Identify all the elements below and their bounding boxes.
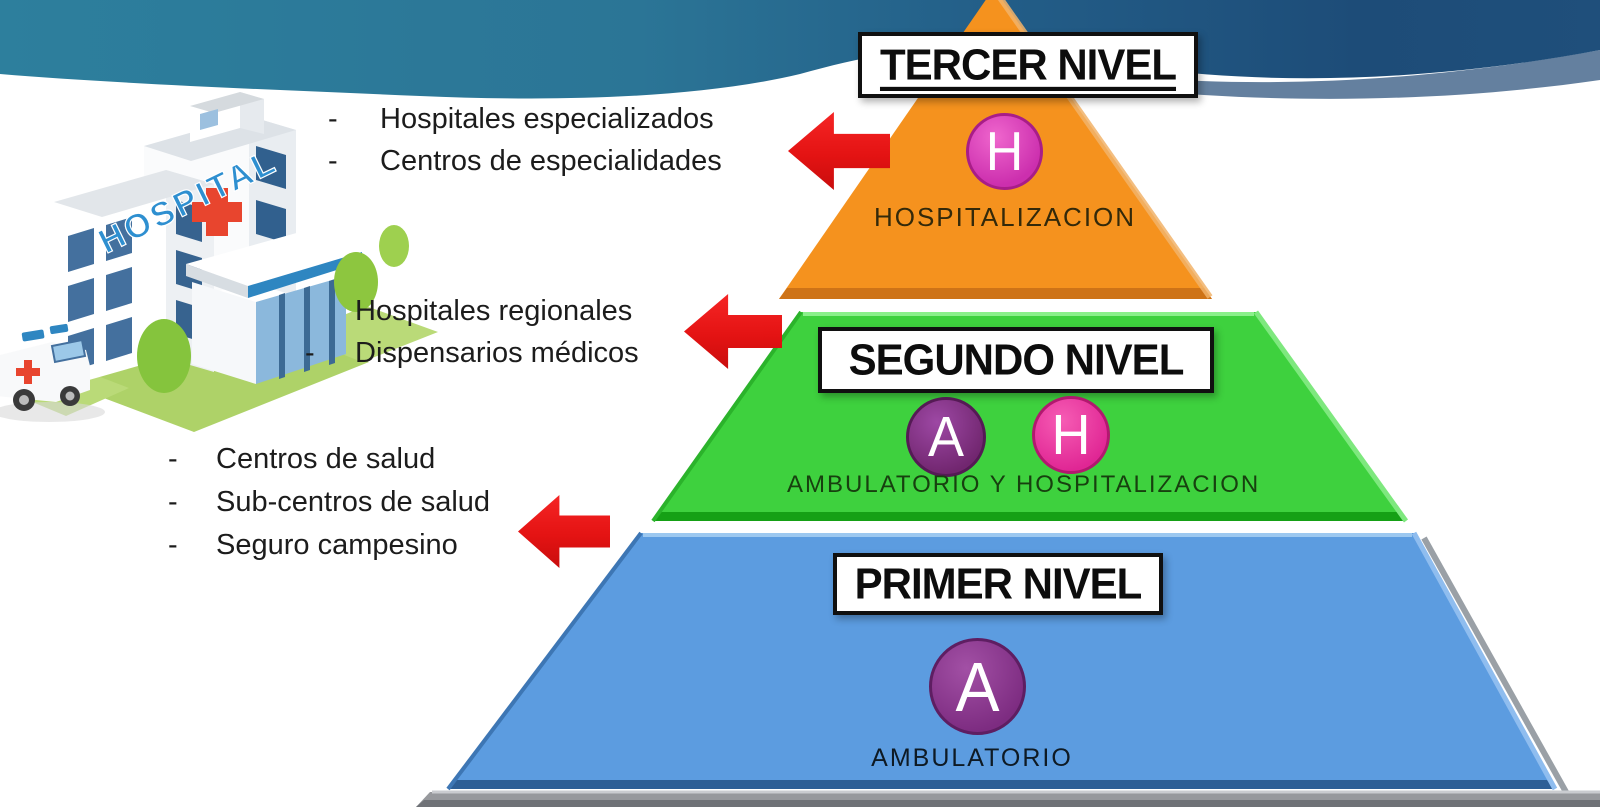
bullet-dash: - [305, 337, 315, 369]
annotation-item: - Dispensarios médicos [305, 332, 639, 374]
bullet-dash: - [168, 443, 178, 475]
annotation-item: - Seguro campesino [168, 524, 490, 567]
badge-hospitalizacion-icon: H [966, 113, 1043, 190]
annotation-item: - Centros de especialidades [328, 140, 722, 182]
ambulance-illustration [0, 323, 105, 422]
hospital-illustration: HOSPITAL [0, 92, 438, 432]
annotation-list-primer: - Centros de salud - Sub-centros de salu… [168, 438, 490, 567]
annotation-item: - Hospitales especializados [328, 98, 722, 140]
annotation-text: Sub-centros de salud [216, 486, 491, 518]
bullet-dash: - [328, 145, 338, 177]
badge-letter: A [955, 647, 1000, 726]
annotation-item: - Sub-centros de salud [168, 481, 490, 524]
label-segundo-nivel: SEGUNDO NIVEL [848, 335, 1185, 384]
badge-letter: H [1051, 403, 1091, 467]
caption-ambulatorio-y-hospitalizacion: AMBULATORIO Y HOSPITALIZACION [787, 471, 1261, 498]
bullet-dash: - [168, 486, 178, 518]
caption-hospitalizacion: HOSPITALIZACION [873, 202, 1137, 232]
pyramid-base [416, 790, 1600, 807]
label-tercer-nivel: TERCER NIVEL [879, 40, 1177, 89]
badge-letter: H [985, 121, 1024, 182]
annotation-text: Dispensarios médicos [355, 337, 639, 369]
label-primer-nivel: PRIMER NIVEL [854, 559, 1143, 608]
annotation-text: Hospitales especializados [380, 103, 714, 135]
annotation-text: Hospitales regionales [355, 295, 633, 327]
bullet-dash: - [328, 103, 338, 135]
bullet-dash [305, 290, 355, 332]
badge-letter: A [927, 405, 965, 469]
wave-main-band [0, 0, 1600, 99]
annotation-text: Centros de salud [216, 443, 436, 475]
hospital-trees [137, 225, 409, 393]
annotation-list-tercer: - Hospitales especializados - Centros de… [328, 98, 722, 182]
annotation-list-segundo: Hospitales regionales - Dispensarios méd… [305, 290, 639, 374]
hospital-right-wing [186, 232, 362, 384]
badge-hospitalizacion-icon: H [1032, 396, 1110, 474]
label-box-tercer-nivel: TERCER NIVEL [858, 32, 1198, 98]
bullet-dash: - [168, 529, 178, 561]
badge-ambulatorio-icon: A [906, 397, 986, 477]
label-box-segundo-nivel: SEGUNDO NIVEL [818, 327, 1214, 393]
caption-ambulatorio: AMBULATORIO [871, 744, 1073, 772]
hospital-penthouse [190, 92, 264, 142]
annotation-text: Seguro campesino [216, 529, 458, 561]
hospital-red-cross-icon [192, 188, 242, 236]
badge-ambulatorio-icon: A [929, 638, 1026, 735]
annotation-item: Hospitales regionales [305, 290, 639, 332]
annotation-item: - Centros de salud [168, 438, 490, 481]
annotation-text: Centros de especialidades [380, 145, 722, 177]
label-box-primer-nivel: PRIMER NIVEL [833, 553, 1163, 615]
